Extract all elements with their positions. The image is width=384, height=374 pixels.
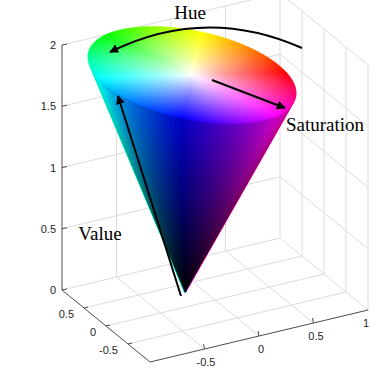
saturation-white-center <box>79 10 305 140</box>
axis-line <box>84 307 88 308</box>
axis-line <box>62 228 67 229</box>
hue-arrow <box>110 27 302 52</box>
tick-label: 0.5 <box>59 309 74 320</box>
axis-line <box>62 289 67 290</box>
tick-label: -0.5 <box>99 345 118 356</box>
grid-line <box>226 251 314 323</box>
grid-line <box>128 292 346 344</box>
tick-label: 0.5 <box>308 331 323 342</box>
axis-title: Value <box>78 224 121 243</box>
axis-line <box>128 343 132 344</box>
axis-line <box>62 105 67 106</box>
tick-label: 0.5 <box>41 224 56 235</box>
axis-line <box>62 290 150 362</box>
tick-label: 2 <box>50 40 56 51</box>
saturation-arrow <box>212 80 285 108</box>
grid-line <box>346 47 347 292</box>
tick-label: 0 <box>90 327 96 338</box>
arrows <box>110 27 302 296</box>
tick-label: 0 <box>50 285 56 296</box>
axis-title: Saturation <box>286 115 364 134</box>
tick-label: 0 <box>258 344 264 355</box>
axis-line <box>106 325 110 326</box>
value-arrow <box>118 96 181 296</box>
grid-line <box>368 65 369 310</box>
tick-label: -0.5 <box>197 357 216 368</box>
cone-top-disc <box>79 10 305 140</box>
grid-line <box>280 238 368 310</box>
tick-label: 1 <box>50 163 56 174</box>
grid <box>62 0 368 349</box>
axis-line <box>204 344 205 349</box>
axis-line <box>313 318 314 323</box>
axis-line <box>62 167 67 168</box>
axis-line <box>150 310 368 362</box>
tick-label: 1 <box>363 318 369 329</box>
axis-line <box>258 331 259 336</box>
grid-line <box>106 274 324 326</box>
tick-label: 1.5 <box>41 101 56 112</box>
axis-line <box>62 44 67 45</box>
grid-line <box>324 29 325 274</box>
axis-title: Hue <box>174 3 206 22</box>
